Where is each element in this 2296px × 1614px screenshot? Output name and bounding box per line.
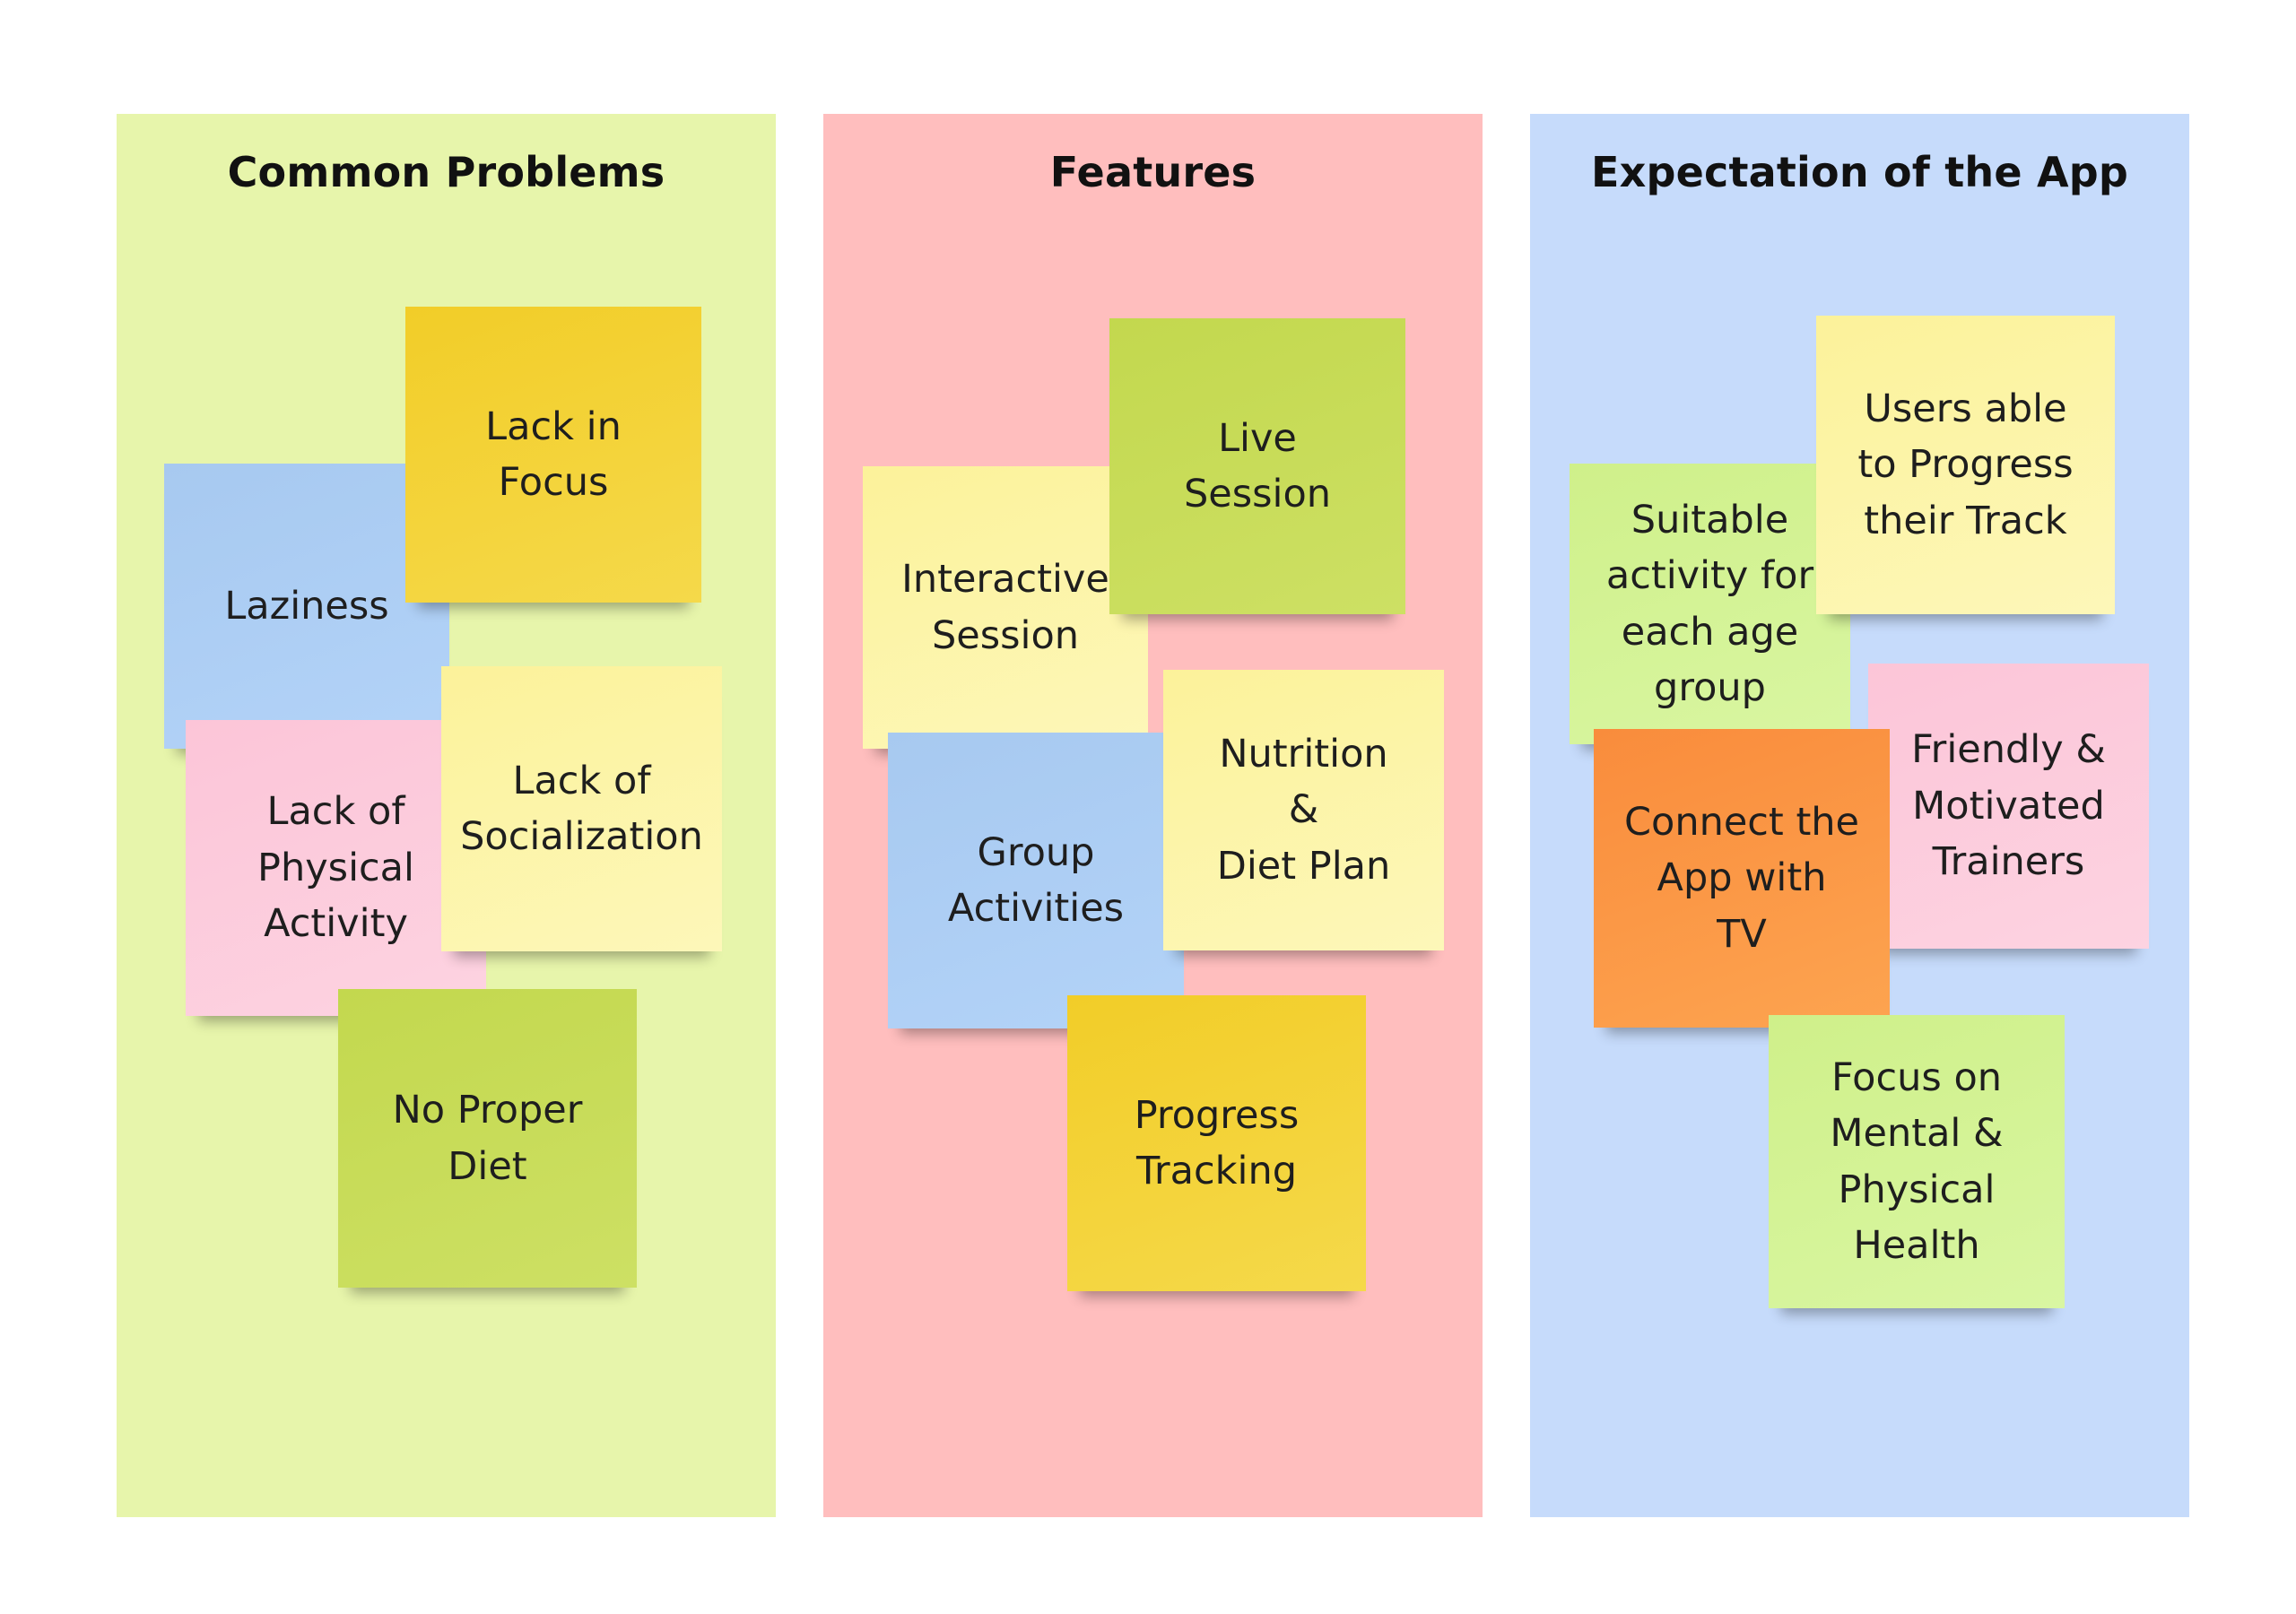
column-title: Features [1049,148,1257,196]
sticky-note-text: Friendly & Motivated Trainers [1911,727,2106,885]
sticky-note-interactive-session[interactable]: Interactive Session [863,466,1148,749]
sticky-note-text: Nutrition & Diet Plan [1216,731,1391,889]
sticky-note-no-proper-diet[interactable]: No Proper Diet [338,989,637,1288]
sticky-note-laziness[interactable]: Laziness [164,464,449,749]
sticky-note-lack-of-physical-activity[interactable]: Lack of Physical Activity [186,720,486,1016]
sticky-note-lack-in-focus[interactable]: Lack in Focus [405,307,701,603]
sticky-note-text: No Proper Diet [392,1088,583,1189]
sticky-note-progress-tracking[interactable]: Progress Tracking [1067,995,1366,1291]
sticky-note-text: Progress Tracking [1134,1092,1300,1193]
sticky-note-connect-app-tv[interactable]: Connect the App with TV [1594,729,1890,1028]
sticky-note-mental-physical-health[interactable]: Focus on Mental & Physical Health [1769,1015,2065,1308]
sticky-note-text: Lack of Socialization [460,758,703,859]
sticky-note-lack-of-socialization[interactable]: Lack of Socialization [441,666,722,951]
sticky-note-text: Lack in Focus [485,404,622,505]
sticky-note-users-progress-track[interactable]: Users able to Progress their Track [1816,316,2115,614]
sticky-note-friendly-motivated-trainers[interactable]: Friendly & Motivated Trainers [1868,664,2149,949]
sticky-note-text: Lack of Physical Activity [257,789,414,947]
sticky-note-text: Laziness [224,583,389,629]
sticky-note-live-session[interactable]: Live Session [1109,318,1405,614]
sticky-note-text: Interactive Session [901,557,1109,658]
column-title: Expectation of the App [1590,148,2129,196]
sticky-note-text: Focus on Mental & Physical Health [1830,1054,2004,1268]
sticky-note-text: Connect the App with TV [1623,799,1860,957]
sticky-note-suitable-activity[interactable]: Suitable activity for each age group [1570,464,1850,744]
sticky-note-text: Group Activities [947,829,1125,931]
sticky-note-group-activities[interactable]: Group Activities [888,733,1184,1028]
column-title: Common Problems [227,148,665,196]
sticky-note-text: Suitable activity for each age group [1605,497,1814,710]
sticky-note-text: Users able to Progress their Track [1857,386,2074,543]
sticky-note-text: Live Session [1183,415,1332,516]
sticky-note-nutrition-diet-plan[interactable]: Nutrition & Diet Plan [1163,670,1444,950]
